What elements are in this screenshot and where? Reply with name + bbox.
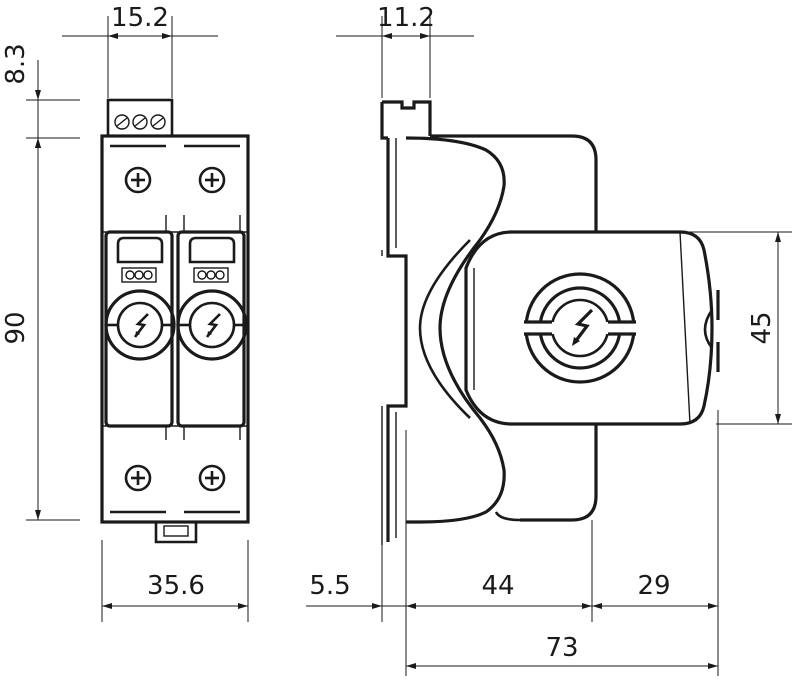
dim-label-90: 90 (1, 311, 31, 344)
module-right (176, 230, 248, 428)
dim-label-8-3: 8.3 (1, 43, 31, 84)
lightning-icon (176, 289, 248, 361)
dim-label-29: 29 (637, 571, 670, 601)
screw-icon (198, 464, 226, 492)
module-left (104, 230, 176, 428)
screw-icon (124, 166, 152, 194)
dim-label-45: 45 (747, 311, 777, 344)
screw-icon (124, 464, 152, 492)
front-view (100, 98, 250, 544)
dim-label-73: 73 (545, 633, 578, 663)
dim-label-35-6: 35.6 (147, 571, 205, 601)
screw-icon (198, 166, 226, 194)
dim-label-15-2: 15.2 (111, 3, 169, 33)
lightning-icon (522, 272, 638, 384)
lightning-icon (104, 289, 176, 361)
dim-label-5-5: 5.5 (309, 571, 350, 601)
dim-label-11-2: 11.2 (377, 3, 435, 33)
side-view (380, 100, 720, 545)
dimension-labels: 15.2 11.2 8.3 90 35.6 5.5 44 29 73 45 (1, 3, 777, 663)
dimension-lines (26, 16, 792, 676)
terminal-screw-icon (114, 114, 166, 130)
dim-label-44: 44 (481, 571, 514, 601)
